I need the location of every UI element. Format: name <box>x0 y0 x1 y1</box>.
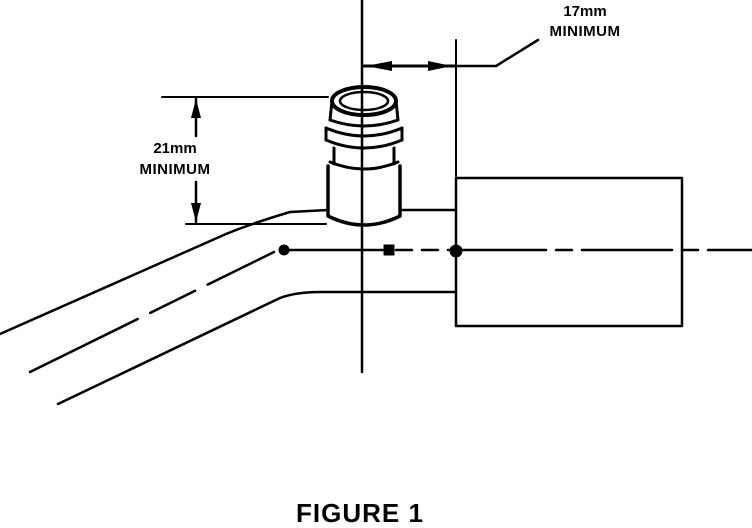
figure-caption: FIGURE 1 <box>296 498 424 528</box>
arrow-left-17 <box>366 61 392 71</box>
leader-17mm-angle <box>496 40 538 66</box>
fitting-body <box>328 166 400 225</box>
centerline-node-left <box>279 245 289 255</box>
hose-block <box>456 178 682 326</box>
pipe-bottom-edge <box>58 292 456 404</box>
fitting-ring-side-right <box>396 101 398 120</box>
arrow-right-17 <box>428 61 452 71</box>
pipe-centerline-diagonal <box>30 252 274 372</box>
dimension-21mm-label: MINIMUM <box>139 161 211 178</box>
fitting-neck <box>334 148 394 164</box>
dimension-17mm-value: 17mm <box>563 3 607 20</box>
pipe-top-edge <box>0 210 328 334</box>
fitting-ring-band3 <box>326 140 402 148</box>
fitting-ring-side-left <box>330 101 332 120</box>
fitting-ring-band <box>330 120 398 126</box>
fitting-ring-band2 <box>326 128 402 136</box>
centerline-node-mid <box>384 245 394 255</box>
dimension-17mm-label: MINIMUM <box>549 23 621 40</box>
centerline-node-right <box>450 245 462 257</box>
arrow-down-21 <box>191 203 201 222</box>
fitting-neck-band <box>330 162 398 169</box>
fitting-top-ring-inner <box>340 92 388 110</box>
arrow-up-21 <box>191 99 201 118</box>
dimension-21mm-value: 21mm <box>153 140 197 157</box>
